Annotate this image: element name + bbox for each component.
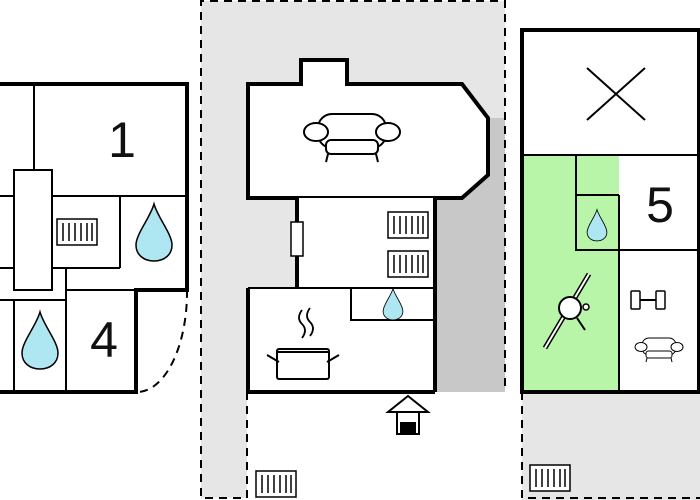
radiator-icon: [255, 470, 297, 498]
cooking-pot-icon: [266, 307, 340, 380]
no-access-cross-icon: [586, 67, 646, 121]
radiator-icon: [387, 211, 429, 239]
room-number-1: 1: [108, 112, 136, 168]
right-building: 5: [520, 28, 700, 394]
left-building: 1 4: [0, 82, 189, 394]
room-number-4: 4: [90, 312, 118, 368]
table-tennis-icon: [542, 272, 592, 350]
middle-building: [246, 58, 490, 435]
room-number-5: 5: [646, 177, 674, 233]
radiator-icon: [387, 250, 429, 278]
left-terrace-arc: [135, 289, 189, 394]
window-icon: [290, 221, 304, 257]
water-drop-icon: [135, 203, 173, 262]
activity-room: [522, 155, 619, 392]
radiator-icon: [56, 218, 98, 246]
radiator-icon: [529, 464, 571, 492]
dumbbell-icon: [630, 290, 666, 310]
sofa-icon: [634, 337, 684, 363]
water-drop-icon: [21, 311, 59, 370]
house-entrance-icon: [385, 394, 431, 435]
